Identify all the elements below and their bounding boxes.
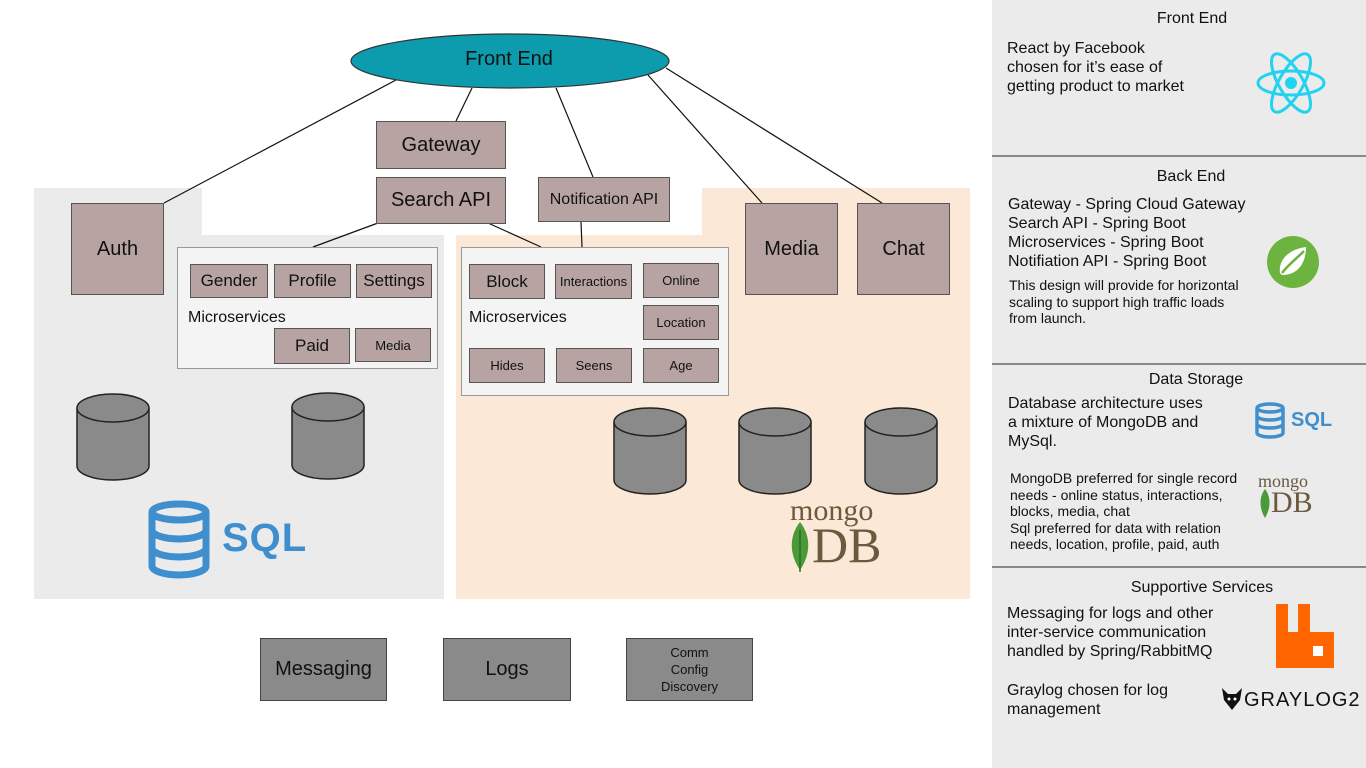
mongo-small-bottom-text: DB <box>1271 486 1313 519</box>
mongo-small-top-text: mongo <box>1258 471 1309 491</box>
data-storage-panel-note: MongoDB preferred for single record need… <box>1010 470 1238 552</box>
hides-box: Hides <box>469 348 545 383</box>
frontend-panel-text: React by Facebook chosen for it’s ease o… <box>1007 40 1184 95</box>
paid-box: Paid <box>274 328 350 364</box>
supportive-panel: Supportive Services Messaging for logs a… <box>992 568 1366 768</box>
line-search-left-group <box>312 222 379 248</box>
line-frontend-chat <box>665 67 883 204</box>
seens-box: Seens <box>556 348 632 383</box>
media-service-box: Media <box>745 203 838 295</box>
backend-panel-title: Back End <box>1156 168 1226 185</box>
backend-panel: Back End Gateway - Spring Cloud Gateway … <box>992 157 1366 365</box>
line-search-right-group <box>487 222 542 248</box>
settings-box: Settings <box>356 264 432 298</box>
mongo-db-cylinder-1 <box>613 407 687 495</box>
mongo-db-cylinder-3 <box>864 407 938 495</box>
sql-logo-icon <box>148 500 210 579</box>
frontend-ellipse <box>350 33 670 89</box>
notification-api-box: Notification API <box>538 177 670 222</box>
interactions-box: Interactions <box>555 264 632 299</box>
gateway-box: Gateway <box>376 121 506 169</box>
frontend-panel: Front End React by Facebook chosen for i… <box>992 0 1366 157</box>
sql-db-cylinder-1 <box>76 393 150 481</box>
messaging-box: Messaging <box>260 638 387 701</box>
supportive-panel-title: Supportive Services <box>1130 579 1274 596</box>
line-frontend-notification <box>555 87 594 178</box>
online-box: Online <box>643 263 719 298</box>
supportive-panel-text: Messaging for logs and other inter-servi… <box>1007 605 1214 660</box>
backend-panel-note: This design will provide for horizontal … <box>1009 277 1239 326</box>
frontend-label: Front End <box>465 48 553 70</box>
media-microservice-box: Media <box>355 328 431 362</box>
spring-icon <box>1267 236 1319 288</box>
sql-db-cylinder-2 <box>291 392 365 480</box>
logs-box: Logs <box>443 638 571 701</box>
mongo-small-leaf-icon <box>1260 489 1270 518</box>
database-cylinders <box>76 392 938 495</box>
frontend-panel-title: Front End <box>1156 10 1228 27</box>
mongo-logo-bottom-text: DB <box>812 517 882 573</box>
age-box: Age <box>643 348 719 383</box>
mongo-db-cylinder-2 <box>738 407 812 495</box>
data-storage-panel-text: Database architecture uses a mixture of … <box>1008 395 1203 450</box>
connector-lines <box>163 67 883 248</box>
comm-config-discovery-box: Comm Config Discovery <box>626 638 753 701</box>
line-notification-right-group <box>580 221 583 248</box>
backend-panel-text: Gateway - Spring Cloud Gateway Search AP… <box>1008 196 1246 270</box>
mongo-leaf-icon <box>791 522 809 572</box>
line-frontend-media <box>647 74 763 204</box>
rabbitmq-icon <box>1276 604 1334 668</box>
react-icon <box>1256 52 1326 114</box>
right-microservices-label: Microservices <box>469 309 567 326</box>
mongo-logo-top-text: mongo <box>790 494 874 527</box>
left-microservices-label: Microservices <box>188 309 286 326</box>
data-storage-panel: Data Storage Database architecture uses … <box>992 365 1366 568</box>
supportive-panel-text2: Graylog chosen for log management <box>1007 682 1168 718</box>
chat-box: Chat <box>857 203 950 295</box>
line-frontend-auth <box>163 79 397 204</box>
sql-small-text: SQL <box>1291 409 1333 431</box>
block-box: Block <box>469 264 545 299</box>
graylog-wolf-icon <box>1222 688 1242 710</box>
gender-box: Gender <box>190 264 268 298</box>
search-api-box: Search API <box>376 177 506 224</box>
profile-box: Profile <box>274 264 351 298</box>
sql-logo-text: SQL <box>222 516 308 560</box>
graylog-logo-text: GRAYLOG2 <box>1244 689 1361 711</box>
sql-small-icon <box>1255 402 1285 439</box>
line-frontend-gateway <box>455 87 473 122</box>
data-storage-panel-title: Data Storage <box>1148 371 1244 388</box>
auth-box: Auth <box>71 203 164 295</box>
location-box: Location <box>643 305 719 340</box>
